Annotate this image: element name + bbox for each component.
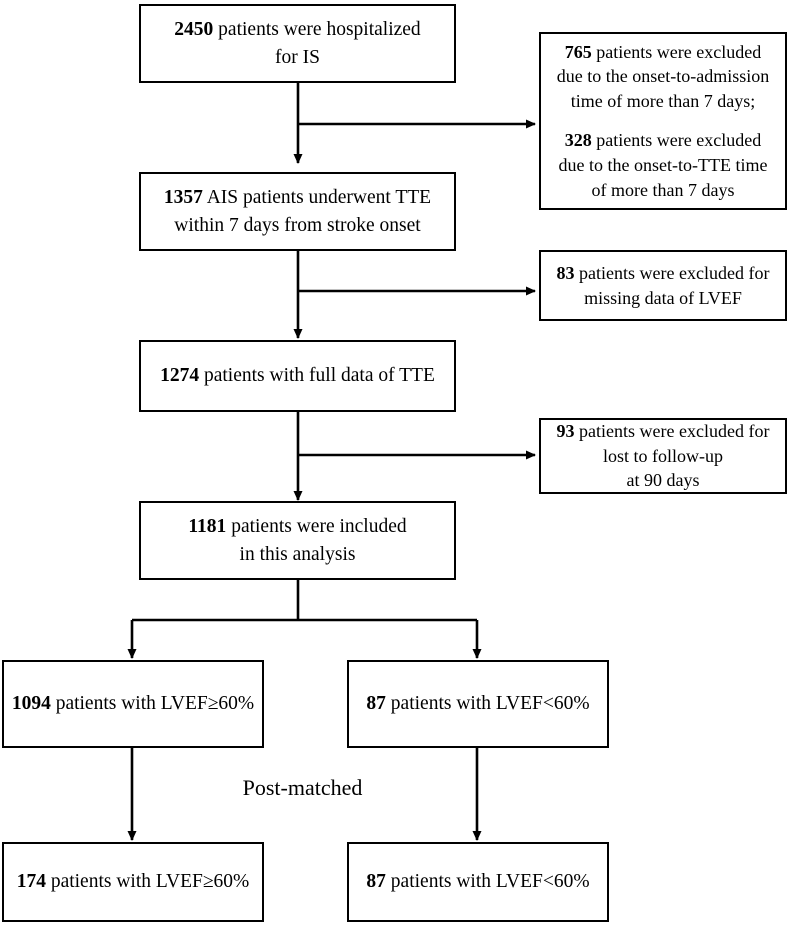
box-text: patients were hospitalized bbox=[213, 18, 421, 40]
box-count: 765 bbox=[564, 41, 592, 62]
box-line: missing data of LVEF bbox=[584, 286, 742, 311]
box-text: patients were excluded bbox=[591, 130, 762, 150]
box-text: patients with LVEF<60% bbox=[385, 871, 590, 893]
box-count: 93 bbox=[556, 420, 575, 441]
box-count: 1181 bbox=[188, 515, 227, 537]
box-line: 328 patients were excluded bbox=[565, 128, 761, 153]
box-text: patients were excluded bbox=[591, 41, 762, 62]
box-text: patients with LVEF≥60% bbox=[50, 693, 255, 715]
box-count: 1094 bbox=[11, 693, 51, 715]
box-count: 83 bbox=[556, 262, 575, 283]
box-excluded-missing-lvef: 83 patients were excluded for missing da… bbox=[539, 250, 787, 321]
box-pre-lvef-high: 1094 patients with LVEF≥60% bbox=[2, 660, 264, 748]
box-count: 87 bbox=[366, 871, 386, 893]
box-line: time of more than 7 days; bbox=[571, 89, 755, 114]
box-line: 1274 patients with full data of TTE bbox=[160, 362, 435, 390]
box-tte-within-7-days: 1357 AIS patients underwent TTE within 7… bbox=[139, 172, 456, 251]
box-count: 2450 bbox=[174, 18, 214, 40]
box-text: patients with LVEF<60% bbox=[385, 693, 590, 715]
box-included-in-analysis: 1181 patients were included in this anal… bbox=[139, 501, 456, 580]
box-line: due to the onset-to-TTE time bbox=[559, 153, 768, 178]
box-text: in this analysis bbox=[239, 543, 356, 565]
box-count: 328 bbox=[564, 130, 592, 150]
box-line: 83 patients were excluded for bbox=[557, 261, 770, 286]
box-text: missing data of LVEF bbox=[584, 287, 742, 308]
box-count: 174 bbox=[16, 871, 46, 893]
box-line: due to the onset-to-admission bbox=[557, 64, 769, 89]
box-text: AIS patients underwent TTE bbox=[202, 186, 432, 208]
box-excluded-lost-followup: 93 patients were excluded for lost to fo… bbox=[539, 418, 787, 494]
box-line: 1094 patients with LVEF≥60% bbox=[12, 690, 254, 718]
box-pre-lvef-low: 87 patients with LVEF<60% bbox=[347, 660, 609, 748]
box-line: 2450 patients were hospitalized bbox=[174, 16, 420, 44]
box-line: 1181 patients were included bbox=[188, 513, 406, 541]
box-count: 1357 bbox=[163, 186, 203, 208]
box-text: patients were included bbox=[226, 515, 407, 537]
box-count: 1274 bbox=[160, 365, 200, 387]
box-text: time of more than 7 days; bbox=[570, 91, 756, 112]
box-text: patients with LVEF≥60% bbox=[45, 871, 250, 893]
box-post-lvef-low: 87 patients with LVEF<60% bbox=[347, 842, 609, 922]
box-line: at 90 days bbox=[627, 468, 700, 493]
box-hospitalized: 2450 patients were hospitalized for IS bbox=[139, 4, 456, 83]
box-text: due to the onset-to-TTE time bbox=[558, 154, 768, 175]
box-line: 1357 AIS patients underwent TTE bbox=[164, 184, 431, 212]
box-line: of more than 7 days bbox=[592, 178, 735, 203]
box-line: in this analysis bbox=[240, 541, 356, 569]
box-text: at 90 days bbox=[626, 470, 700, 491]
box-line: 87 patients with LVEF<60% bbox=[366, 868, 589, 896]
box-line: 174 patients with LVEF≥60% bbox=[17, 868, 250, 896]
box-text: of more than 7 days bbox=[591, 179, 735, 200]
box-text: within 7 days from stroke onset bbox=[174, 214, 421, 236]
box-line: 765 patients were excluded bbox=[565, 40, 761, 65]
box-count: 87 bbox=[366, 693, 386, 715]
box-line: for IS bbox=[275, 44, 320, 72]
box-post-lvef-high: 174 patients with LVEF≥60% bbox=[2, 842, 264, 922]
box-line: lost to follow-up bbox=[603, 444, 723, 469]
box-text: patients with full data of TTE bbox=[199, 365, 435, 387]
box-text: lost to follow-up bbox=[603, 445, 723, 466]
box-full-data-tte: 1274 patients with full data of TTE bbox=[139, 340, 456, 412]
box-excluded-onset-time: 765 patients were excluded due to the on… bbox=[539, 32, 787, 210]
box-line: within 7 days from stroke onset bbox=[174, 212, 420, 240]
box-line: 87 patients with LVEF<60% bbox=[366, 690, 589, 718]
box-text: patients were excluded for bbox=[574, 262, 770, 283]
box-line: 93 patients were excluded for bbox=[557, 419, 770, 444]
box-text: for IS bbox=[275, 46, 320, 68]
box-text: due to the onset-to-admission bbox=[556, 66, 770, 87]
post-matched-label: Post-matched bbox=[242, 775, 363, 800]
box-text: patients were excluded for bbox=[574, 420, 770, 441]
